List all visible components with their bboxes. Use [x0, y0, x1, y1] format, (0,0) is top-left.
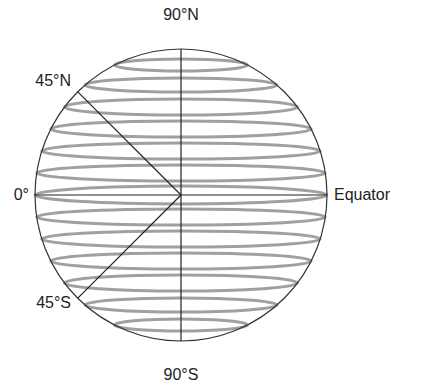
equator-label: Equator [333, 186, 391, 204]
latitude-label: 45°N [34, 72, 72, 90]
latitude-angle-line [78, 92, 181, 195]
latitude-label: 0° [13, 186, 30, 204]
globe-outline [35, 49, 327, 341]
pole-label: 90°S [163, 366, 200, 384]
pole-label: 90°N [162, 6, 200, 24]
latitude-label: 45°S [35, 294, 72, 312]
latitude-angle-line [78, 195, 181, 298]
